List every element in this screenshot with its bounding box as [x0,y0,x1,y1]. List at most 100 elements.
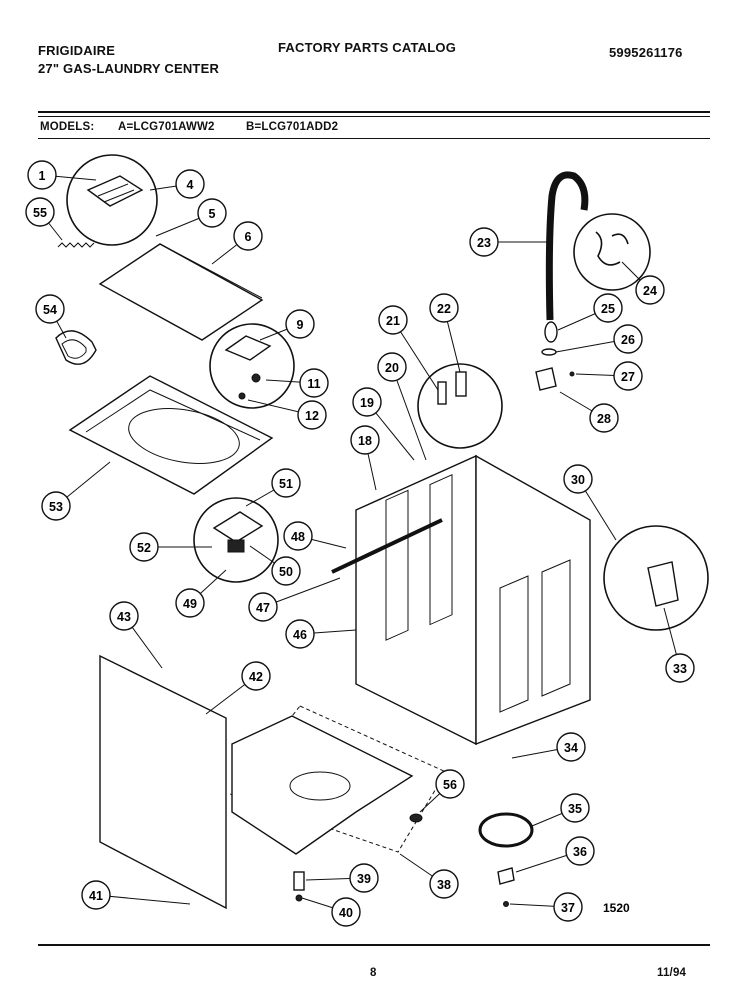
callout-34[interactable]: 34 [556,732,586,762]
callout-label: 37 [561,901,575,915]
callout-40[interactable]: 40 [331,897,361,927]
callout-27[interactable]: 27 [613,361,643,391]
callout-43[interactable]: 43 [109,601,139,631]
callout-label: 38 [437,878,451,892]
callout-18[interactable]: 18 [350,425,380,455]
base-frame [231,715,414,855]
callout-label: 18 [358,434,372,448]
callout-53[interactable]: 53 [41,491,71,521]
callout-9[interactable]: 9 [285,309,315,339]
callout-label: 21 [386,314,400,328]
callout-6[interactable]: 6 [233,221,263,251]
models-rule [38,138,710,139]
callout-23[interactable]: 23 [469,227,499,257]
callout-12[interactable]: 12 [297,400,327,430]
top-panel [68,375,274,495]
callout-label: 46 [293,628,307,642]
callout-label: 27 [621,370,635,384]
leader-line-20 [391,366,427,461]
callout-label: 52 [137,541,151,555]
callout-label: 55 [33,206,47,220]
product-name: 27" GAS-LAUNDRY CENTER [38,61,220,76]
callout-5[interactable]: 5 [197,198,227,228]
callout-4[interactable]: 4 [175,169,205,199]
callout-label: 56 [443,778,457,792]
cabinet-side-panel [355,454,477,746]
callout-label: 48 [291,530,305,544]
callout-label: 53 [49,500,63,514]
callout-56[interactable]: 56 [435,769,465,799]
callout-label: 9 [297,318,304,332]
callout-39[interactable]: 39 [349,863,379,893]
callout-35[interactable]: 35 [560,793,590,823]
leader-line-41 [95,894,191,905]
lid-switch-inset [209,323,295,409]
callout-label: 1 [39,169,46,183]
header-rule-thick [38,111,710,113]
callout-54[interactable]: 54 [35,294,65,324]
model-b: B=LCG701ADD2 [246,121,339,133]
callout-41[interactable]: 41 [81,880,111,910]
callout-label: 49 [183,597,197,611]
callout-label: 6 [245,230,252,244]
models-label: MODELS: [40,121,95,133]
callout-48[interactable]: 48 [283,521,313,551]
callout-label: 36 [573,845,587,859]
catalog-number: 5995261176 [609,45,683,60]
footer-rule [38,944,710,946]
callout-22[interactable]: 22 [429,293,459,323]
callout-label: 11 [307,377,320,391]
callout-label: 43 [117,610,131,624]
callout-26[interactable]: 26 [613,324,643,354]
callout-36[interactable]: 36 [565,836,595,866]
callout-37[interactable]: 37 [553,892,583,922]
callout-19[interactable]: 19 [352,387,382,417]
callout-42[interactable]: 42 [241,661,271,691]
callout-21[interactable]: 21 [378,305,408,335]
model-a: A=LCG701AWW2 [118,121,215,133]
callout-label: 19 [360,396,374,410]
callout-label: 23 [477,236,491,250]
callout-11[interactable]: 11 [299,368,329,398]
callout-33[interactable]: 33 [665,653,695,683]
callout-38[interactable]: 38 [429,869,459,899]
callout-label: 33 [673,662,687,676]
callout-label: 35 [568,802,582,816]
callout-label: 54 [43,303,57,317]
header-rule-thin [38,116,710,117]
callout-47[interactable]: 47 [248,592,278,622]
callout-label: 22 [437,302,451,316]
callout-label: 47 [256,601,270,615]
brand-name: FRIGIDAIRE [38,43,116,58]
callout-label: 12 [305,409,319,423]
callout-55[interactable]: 55 [25,197,55,227]
figure-code: 1520 [603,901,630,915]
front-panel [99,654,227,910]
callout-label: 41 [89,889,103,903]
callout-label: 39 [357,872,371,886]
callout-24[interactable]: 24 [635,275,665,305]
callout-20[interactable]: 20 [377,352,407,382]
grommet-part [55,330,97,365]
callout-label: 26 [621,333,635,347]
cabinet-rear-panel [475,454,591,746]
callout-30[interactable]: 30 [563,464,593,494]
callout-46[interactable]: 46 [285,619,315,649]
callout-label: 40 [339,906,353,920]
callout-label: 28 [597,412,611,426]
callout-label: 34 [564,741,578,755]
callout-25[interactable]: 25 [593,293,623,323]
callout-49[interactable]: 49 [175,588,205,618]
catalog-title: FACTORY PARTS CATALOG [278,40,457,55]
callout-label: 50 [279,565,293,579]
callout-label: 4 [187,178,194,192]
callout-50[interactable]: 50 [271,556,301,586]
callout-label: 42 [249,670,263,684]
callout-28[interactable]: 28 [589,403,619,433]
callout-1[interactable]: 1 [27,160,57,190]
parts-artwork [55,154,709,910]
callout-51[interactable]: 51 [271,468,301,498]
callout-label: 24 [643,284,657,298]
callout-52[interactable]: 52 [129,532,159,562]
